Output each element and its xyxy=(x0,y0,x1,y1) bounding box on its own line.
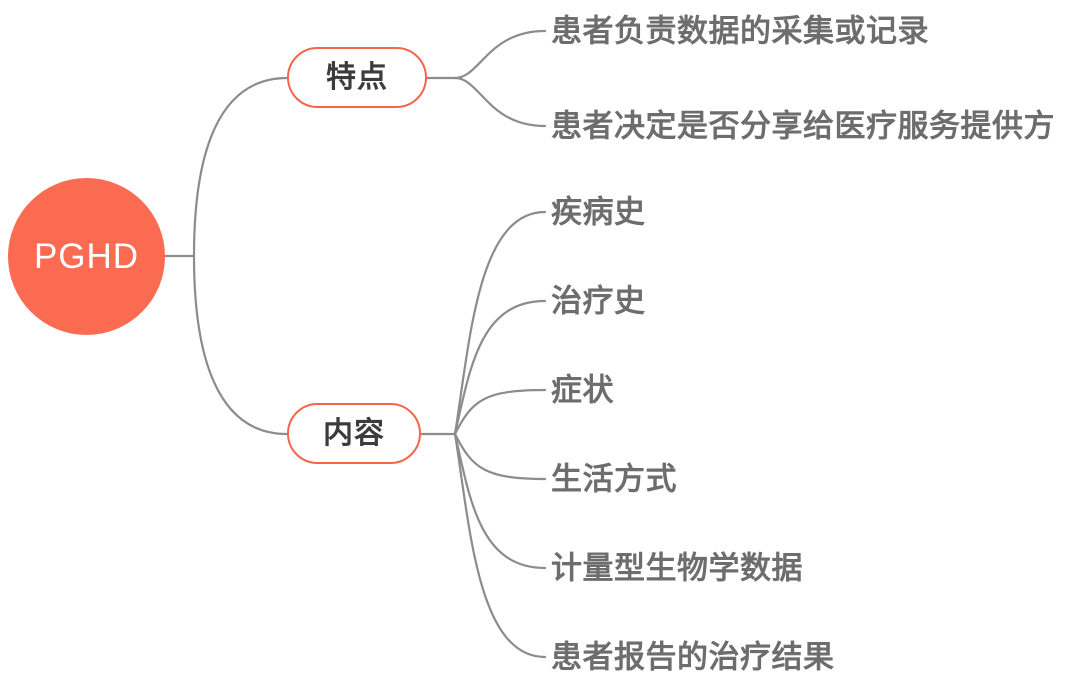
branch-node-neirong-label: 内容 xyxy=(323,416,385,450)
edge-neirong-leaf-5 xyxy=(453,432,547,659)
edge-neirong-leaf-1 xyxy=(453,299,547,436)
leaf-node[interactable]: 治疗史 xyxy=(551,283,646,319)
edge-tedian-leaf-0 xyxy=(453,29,547,80)
leaf-node[interactable]: 症状 xyxy=(551,372,614,408)
branch-node-tedian[interactable]: 特点 xyxy=(287,47,427,108)
leaf-node[interactable]: 计量型生物学数据 xyxy=(551,550,803,586)
root-node-label: PGHD xyxy=(33,237,140,276)
leaf-node[interactable]: 疾病史 xyxy=(551,194,646,230)
leaf-node[interactable]: 生活方式 xyxy=(551,461,677,497)
root-node-pghd[interactable]: PGHD xyxy=(8,178,165,335)
edge-root-to-tedian xyxy=(192,76,289,258)
edge-root-to-neirong xyxy=(192,254,289,436)
edge-neirong-leaf-3 xyxy=(453,432,547,481)
edge-neirong-leaf-4 xyxy=(453,432,547,570)
branch-node-tedian-label: 特点 xyxy=(326,60,388,94)
branch-node-neirong[interactable]: 内容 xyxy=(287,403,421,464)
leaf-node[interactable]: 患者决定是否分享给医疗服务提供方 xyxy=(551,108,1055,144)
edge-neirong-leaf-2 xyxy=(453,388,547,436)
edge-tedian-leaf-1 xyxy=(453,76,547,128)
edge-neirong-leaf-0 xyxy=(453,210,547,436)
leaf-node[interactable]: 患者报告的治疗结果 xyxy=(551,639,835,675)
leaf-node[interactable]: 患者负责数据的采集或记录 xyxy=(551,13,929,49)
